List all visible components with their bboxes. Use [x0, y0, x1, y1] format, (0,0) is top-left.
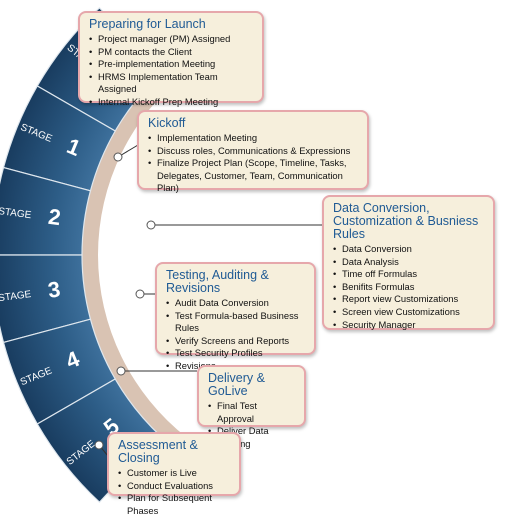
list-item: Internal Kickoff Prep Meeting: [89, 96, 254, 109]
list-item: Discuss roles, Communications & Expressi…: [148, 145, 359, 158]
list-item: Screen view Customizations: [333, 306, 485, 319]
stage-2-list: Data Conversion Data Analysis Time off F…: [333, 243, 485, 331]
stage-2-title: Data Conversion, Customization & Busnies…: [333, 201, 479, 241]
list-item: Final Test Approval: [208, 400, 296, 425]
list-item: Test Security Profiles: [166, 347, 306, 360]
stage-3-box: Testing, Auditing & Revisions Audit Data…: [155, 262, 316, 372]
stage-0-list: Project manager (PM) Assigned PM contact…: [89, 33, 254, 109]
stage-4-box: Delivery & GoLive Final Test Approval De…: [197, 365, 306, 450]
connector-dot: [116, 366, 126, 376]
stage-5-title: Assessment & Closing: [118, 438, 198, 465]
stage-5-list: Customer is Live Conduct Evaluations Pla…: [118, 467, 231, 517]
stage-label: STAGE: [0, 289, 32, 304]
list-item: HRMS Implementation Team Assigned: [89, 71, 254, 96]
list-item: Data Analysis: [333, 256, 485, 269]
list-item: PM contacts the Client: [89, 46, 254, 59]
list-item: Data Conversion: [333, 243, 485, 256]
stage-3-title: Testing, Auditing & Revisions: [166, 268, 269, 295]
list-item: Revisions: [166, 360, 306, 373]
list-item: Verify Screens and Reports: [166, 335, 306, 348]
stage-2-box: Data Conversion, Customization & Busnies…: [322, 195, 495, 331]
list-item-continuation: Delegates, Customer, Team, Communication…: [157, 169, 343, 194]
list-item: Plan for Subsequent Phases: [118, 492, 231, 517]
connector-dot: [135, 289, 145, 299]
stage-5-box: Assessment & Closing Customer is Live Co…: [107, 432, 241, 516]
stage-number: 2: [47, 204, 62, 230]
list-item: Time off Formulas: [333, 268, 485, 281]
stage-1-title: Kickoff: [148, 116, 186, 130]
list-item: Audit Data Conversion: [166, 297, 306, 310]
stage-0-title: Preparing for Launch: [89, 17, 206, 31]
list-item: Customer is Live: [118, 467, 231, 480]
list-item: Pre-implementation Meeting: [89, 58, 254, 71]
connector-dot: [146, 220, 156, 230]
stage-0-box: Preparing for Launch Project manager (PM…: [78, 11, 264, 108]
list-item: Implementation Meeting: [148, 132, 359, 145]
stage-4-title: Delivery & GoLive: [208, 371, 265, 398]
list-item: Deliver Data: [208, 425, 296, 438]
list-item: Benifits Formulas: [333, 281, 485, 294]
inner-band: [79, 57, 188, 453]
list-item: Finalize Project Plan (Scope, Timeline, …: [148, 157, 359, 170]
stage-number: 3: [46, 276, 61, 302]
connector-dot: [113, 152, 123, 162]
stage-3-list: Audit Data Conversion Test Formula-based…: [166, 297, 306, 373]
list-item: Report view Customizations: [333, 293, 485, 306]
stage-1-list: Implementation Meeting Discuss roles, Co…: [148, 132, 359, 195]
stage-label: STAGE: [0, 206, 32, 221]
connector-dot: [94, 440, 104, 450]
list-item: Security Manager: [333, 319, 485, 332]
stage-1-box: Kickoff Implementation Meeting Discuss r…: [137, 110, 369, 193]
list-item: Test Formula-based Business Rules: [166, 310, 306, 335]
list-item: Conduct Evaluations: [118, 480, 231, 493]
list-item: Project manager (PM) Assigned: [89, 33, 254, 46]
